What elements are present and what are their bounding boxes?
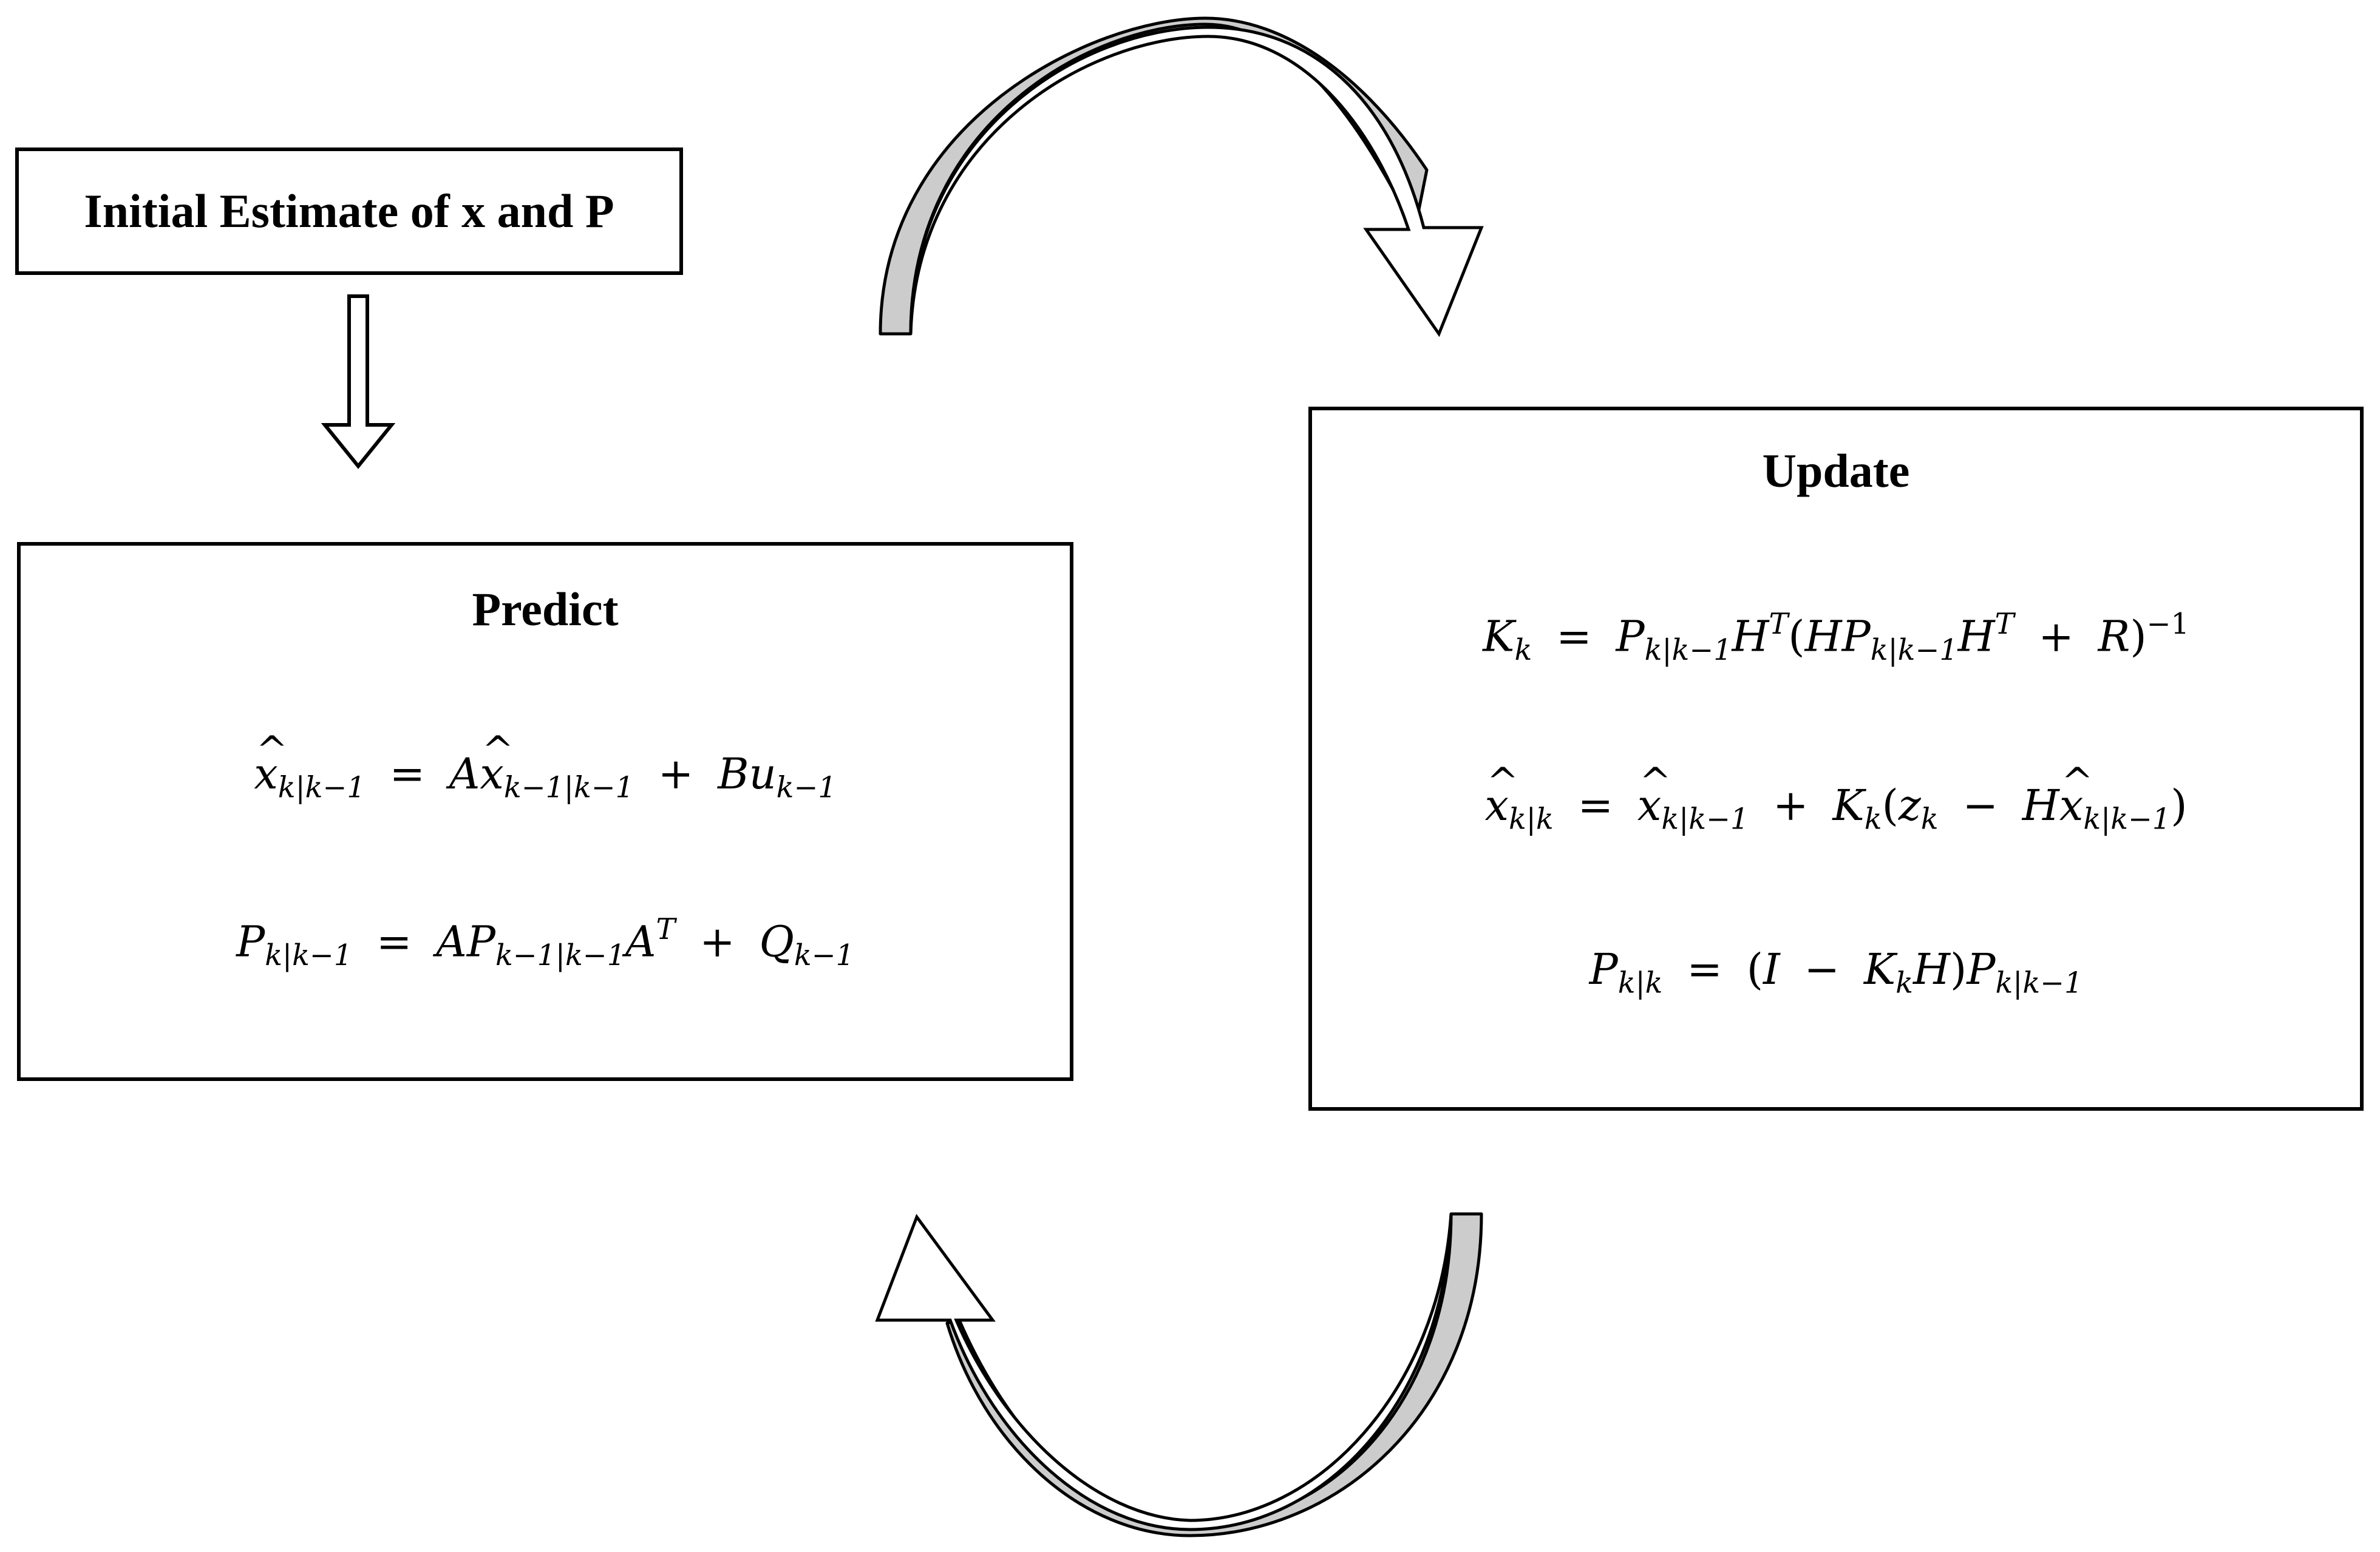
top-curved-arrow-shade [879, 16, 1429, 336]
update-gain-equation: Kk = Pk|k−1HT(HPk|k−1HT + R)−1 [1483, 608, 2189, 667]
update-title: Update [1762, 444, 1910, 497]
predict-state-equation: xk|k−1 = Axk−1|k−1 + Buk−1 [21, 728, 1070, 804]
initial-estimate-box: Initial Estimate of x and P [15, 147, 683, 275]
down-arrow-icon [321, 294, 396, 469]
predict-box: Predict xk|k−1 = Axk−1|k−1 + Buk−1 Pk|k−… [17, 542, 1073, 1081]
update-box: Update Kk = Pk|k−1HT(HPk|k−1HT + R)−1 xk… [1308, 407, 2364, 1111]
initial-estimate-label: Initial Estimate of x and P [84, 185, 614, 237]
update-state-equation: xk|k = xk|k−1 + Kk(zk − Hxk|k−1) [1312, 759, 2360, 836]
predict-title: Predict [472, 583, 619, 635]
predict-covariance-equation: Pk|k−1 = APk−1|k−1AT + Qk−1 [236, 913, 854, 972]
top-curved-arrow-icon [909, 25, 1484, 337]
bottom-curved-arrow-shade [945, 1212, 1483, 1537]
bottom-curved-arrow-icon [875, 1213, 1453, 1531]
update-covariance-equation: Pk|k = (I − KkH)Pk|k−1 [1589, 944, 2083, 1000]
